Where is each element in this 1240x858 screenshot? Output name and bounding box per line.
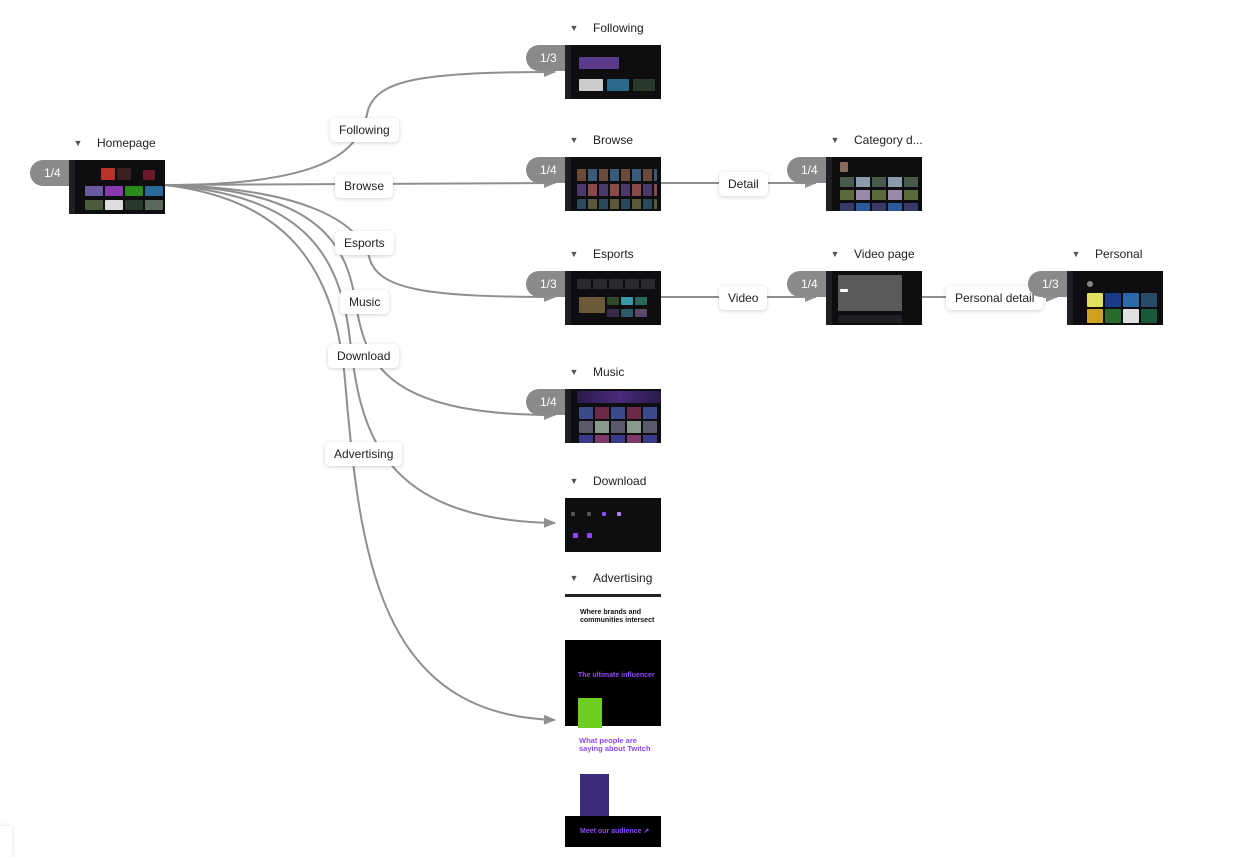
edge-label-esports[interactable]: Esports	[335, 231, 394, 255]
edge-label-video[interactable]: Video	[719, 286, 768, 310]
chevron-down-icon[interactable]: ▼	[569, 573, 579, 583]
page-count-badge: 1/3	[1028, 271, 1081, 297]
node-title-following[interactable]: ▼ Following	[567, 20, 644, 36]
edge-homepage-download	[164, 184, 556, 528]
node-title-text: Category d...	[854, 133, 923, 147]
edge-label-download[interactable]: Download	[328, 344, 400, 368]
panel-edge	[0, 826, 12, 858]
screenshot-thumbnail-homepage[interactable]	[69, 160, 165, 214]
chevron-down-icon[interactable]: ▼	[569, 249, 579, 259]
edge-homepage-following	[164, 67, 556, 186]
page-count-badge: 1/3	[526, 271, 579, 297]
node-title-text: Following	[593, 21, 644, 35]
chevron-down-icon[interactable]: ▼	[830, 249, 840, 259]
edge-homepage-esports	[164, 184, 556, 302]
screenshot-thumbnail-music[interactable]	[565, 389, 661, 443]
page-count-badge: 1/4	[526, 157, 579, 183]
screenshot-thumbnail-video-page[interactable]	[826, 271, 922, 325]
node-title-text: Video page	[854, 247, 915, 261]
edge-label-browse[interactable]: Browse	[335, 174, 394, 198]
node-title-video-page[interactable]: ▼ Video page	[828, 246, 915, 262]
node-title-text: Music	[593, 365, 625, 379]
page-count-badge: 1/4	[526, 389, 579, 415]
ad-section-title: The ultimate influencer	[578, 672, 655, 679]
chevron-down-icon[interactable]: ▼	[73, 138, 83, 148]
node-title-text: Advertising	[593, 571, 653, 585]
chevron-down-icon[interactable]: ▼	[569, 367, 579, 377]
screenshot-thumbnail-advertising[interactable]: Where brands and communities intersect T…	[565, 594, 661, 847]
node-title-browse[interactable]: ▼ Browse	[567, 132, 633, 148]
node-title-esports[interactable]: ▼ Esports	[567, 246, 634, 262]
ad-testimonials-title: What people are saying about Twitch	[579, 736, 651, 753]
node-title-download[interactable]: ▼ Download	[567, 473, 647, 489]
screenshot-thumbnail-browse[interactable]	[565, 157, 661, 211]
ad-headline: Where brands and communities intersect	[580, 609, 655, 624]
node-title-music[interactable]: ▼ Music	[567, 364, 625, 380]
node-title-text: Homepage	[97, 136, 156, 150]
node-title-advertising[interactable]: ▼ Advertising	[567, 570, 653, 586]
chevron-down-icon[interactable]: ▼	[569, 135, 579, 145]
node-title-text: Esports	[593, 247, 634, 261]
page-count-badge: 1/4	[787, 157, 840, 183]
chevron-down-icon[interactable]: ▼	[569, 476, 579, 486]
chevron-down-icon[interactable]: ▼	[569, 23, 579, 33]
edge-label-detail[interactable]: Detail	[719, 172, 768, 196]
chevron-down-icon[interactable]: ▼	[830, 135, 840, 145]
screenshot-thumbnail-personal[interactable]	[1067, 271, 1163, 325]
screenshot-thumbnail-esports[interactable]	[565, 271, 661, 325]
edge-label-advertising[interactable]: Advertising	[325, 442, 403, 466]
edge-label-music[interactable]: Music	[340, 290, 390, 314]
screenshot-thumbnail-following[interactable]	[565, 45, 661, 99]
page-count-badge: 1/4	[30, 160, 83, 186]
ad-cta: Meet our audience ↗	[580, 828, 650, 835]
page-count-badge: 1/3	[526, 45, 579, 71]
node-title-text: Download	[593, 474, 647, 488]
edge-label-following[interactable]: Following	[330, 118, 399, 142]
screenshot-thumbnail-category-detail[interactable]	[826, 157, 922, 211]
screenshot-thumbnail-download[interactable]	[565, 498, 661, 552]
node-title-text: Browse	[593, 133, 634, 147]
node-title-homepage[interactable]: ▼ Homepage	[71, 135, 156, 151]
chevron-down-icon[interactable]: ▼	[1071, 249, 1081, 259]
node-title-personal[interactable]: ▼ Personal	[1069, 246, 1143, 262]
edge-label-personal-detail[interactable]: Personal detail	[946, 286, 1044, 310]
node-title-text: Personal	[1095, 247, 1143, 261]
edge-homepage-advertising	[164, 184, 556, 725]
node-title-category-detail[interactable]: ▼ Category d...	[828, 132, 923, 148]
page-count-badge: 1/4	[787, 271, 840, 297]
